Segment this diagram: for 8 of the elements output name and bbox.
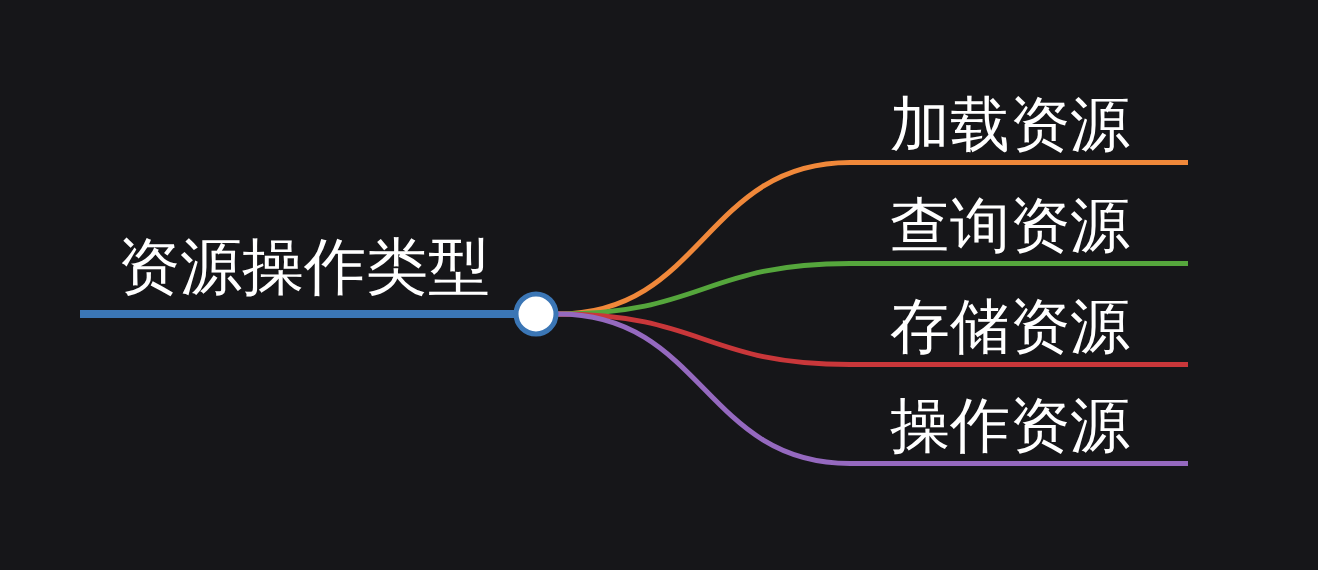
topic-label: 资源操作类型 — [118, 236, 490, 298]
branch-line — [557, 261, 851, 317]
topic-label: 存储资源 — [890, 296, 1130, 356]
topic-label: 加载资源 — [890, 94, 1130, 154]
branch-line — [557, 311, 851, 466]
topic-label: 查询资源 — [890, 195, 1130, 255]
node-circle — [513, 291, 559, 337]
topic-label: 操作资源 — [890, 395, 1130, 455]
